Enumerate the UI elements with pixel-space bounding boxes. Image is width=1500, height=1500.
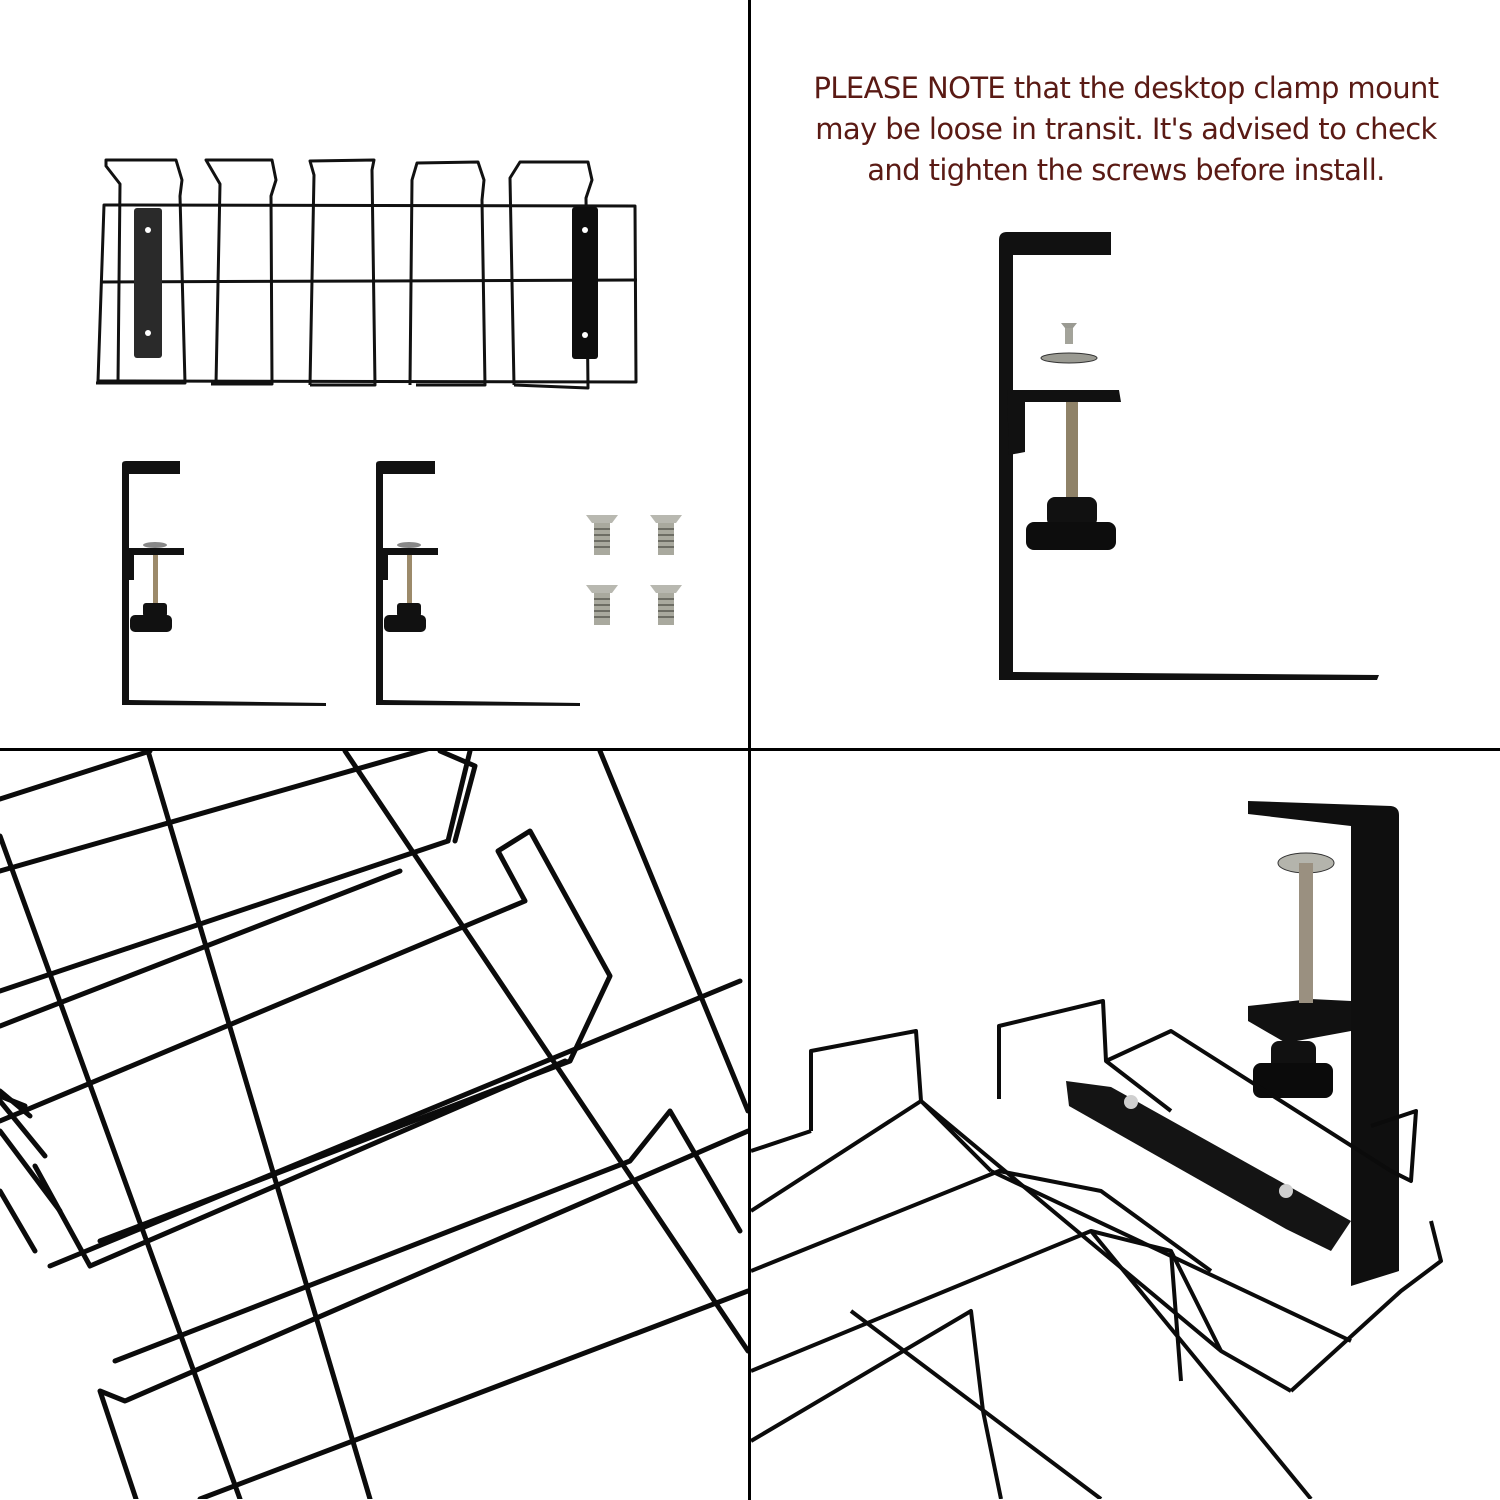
note-line-1: PLEASE NOTE that the desktop clamp mount [813,71,1439,105]
cable-tray-icon [96,158,682,706]
washer-icon [1040,352,1098,364]
wire-mesh-icon [0,751,748,1499]
desk-clamp-icon [122,461,326,706]
note-line-3: and tighten the screws before install. [867,153,1385,187]
assembled-tray-icon [751,801,1443,1499]
install-note: PLEASE NOTE that the desktop clamp mount… [771,68,1481,191]
note-line-2: may be loose in transit. It's advised to… [815,112,1437,146]
desk-clamp-icon [376,461,580,706]
screw-icon [1061,323,1077,344]
panel-mesh-closeup [0,751,748,1499]
panel-assembled-tray [751,751,1499,1499]
panel-contents [0,0,748,748]
horizontal-divider [0,748,1500,751]
screws-icon [586,515,682,625]
desk-clamp-large-icon [999,232,1379,680]
panel-note: PLEASE NOTE that the desktop clamp mount… [751,0,1499,748]
